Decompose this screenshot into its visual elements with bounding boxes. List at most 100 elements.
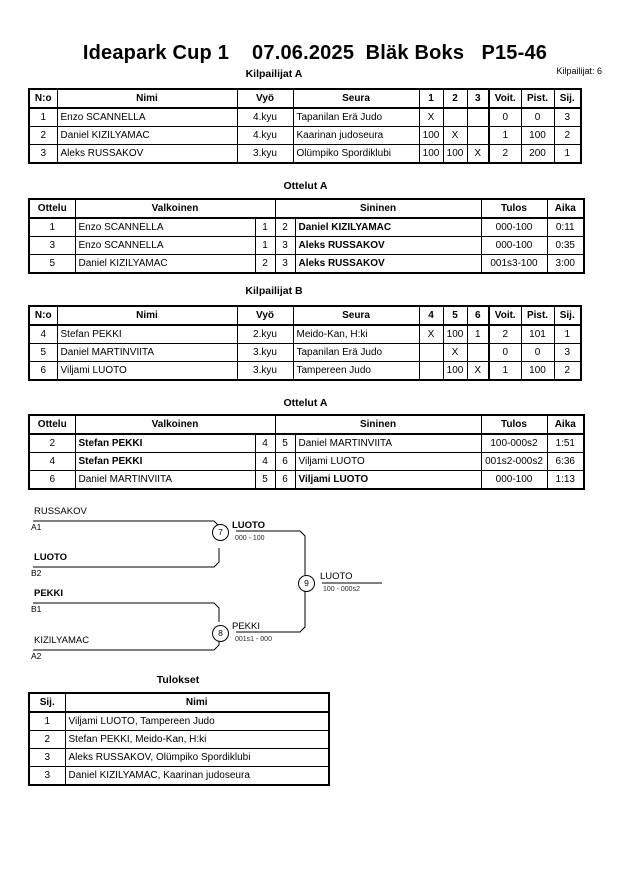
table-row: 2 Daniel KIZILYAMAC 4.kyu Kaarinan judos… [28,126,582,145]
cell-vs-5: X [442,343,468,362]
cell-blue-no: 5 [274,433,296,453]
cell-rank: 2 [28,730,66,749]
matches-b-table: Ottelu Valkoinen Sininen Tulos Aika 2 St… [28,414,585,490]
table-row: 4 Stefan PEKKI 2.kyu Meido-Kan, H:ki X 1… [28,324,582,344]
cell-blue-name: Aleks RUSSAKOV [294,254,482,274]
table-header-row: N:o Nimi Vyö Seura 1 2 3 Voit. Pist. Sij… [28,88,582,109]
cell-white-no: 4 [254,452,276,471]
cell-blue-no: 6 [274,470,296,490]
cell-wins: 0 [488,343,522,362]
col-result: Tulos [480,198,548,219]
pool-b-caption: Kilpailijat B [245,285,303,297]
cell-match-no: 6 [28,470,76,490]
col-opponent-5: 5 [442,305,468,326]
cell-points: 100 [520,126,555,145]
cell-vs-6 [466,343,490,362]
cell-no: 3 [28,144,58,164]
cell-result: 000-100 [480,236,548,255]
col-no: N:o [28,88,58,109]
pool-a-table: N:o Nimi Vyö Seura 1 2 3 Voit. Pist. Sij… [28,88,582,164]
bracket-final-winner: LUOTO [320,571,353,582]
col-opponent-6: 6 [466,305,490,326]
cell-name: Daniel KIZILYAMAC [56,126,238,145]
cell-vs-2: 100 [442,144,468,164]
cell-time: 3:00 [546,254,585,274]
cell-vs-1: X [418,107,444,127]
cell-result: 000-100 [480,217,548,237]
col-wins: Voit. [488,305,522,326]
cell-result: 001s3-100 [480,254,548,274]
table-row: 1 Viljami LUOTO, Tampereen Judo [28,711,330,731]
col-rank: Sij. [553,88,582,109]
bracket-entrant-name: LUOTO [34,552,68,563]
table-row: 3 Aleks RUSSAKOV, Olümpiko Spordiklubi [28,748,330,767]
results-table: Sij. Nimi 1 Viljami LUOTO, Tampereen Jud… [28,692,330,786]
table-header-row: Ottelu Valkoinen Sininen Tulos Aika [28,414,585,435]
matches-a-caption: Ottelut A [283,180,328,192]
cell-name: Daniel KIZILYAMAC, Kaarinan judoseura [64,766,330,786]
col-name: Nimi [64,692,330,713]
cell-belt: 4.kyu [236,126,294,145]
cell-rank: 3 [553,107,582,127]
matches-a-table: Ottelu Valkoinen Sininen Tulos Aika 1 En… [28,198,585,274]
cell-blue-no: 6 [274,452,296,471]
cell-result: 001s2-000s2 [480,452,548,471]
cell-vs-1: 100 [418,144,444,164]
cell-white-name: Stefan PEKKI [74,452,256,471]
col-rank: Sij. [28,692,66,713]
cell-white-no: 2 [254,254,276,274]
cell-vs-3: X [466,144,490,164]
bracket-match-node-8[interactable]: 8 [212,625,229,642]
cell-wins: 1 [488,126,522,145]
cell-points: 0 [520,343,555,362]
cell-name: Daniel MARTINVIITA [56,343,238,362]
competitor-count-label: Kilpailijat: 6 [556,66,602,76]
cell-match-no: 4 [28,452,76,471]
cell-name: Viljami LUOTO [56,361,238,381]
cell-white-name: Enzo SCANNELLA [74,236,256,255]
cell-no: 5 [28,343,58,362]
cell-white-no: 4 [254,433,276,453]
bracket-match-winner: PEKKI [232,621,260,632]
cell-white-no: 1 [254,217,276,237]
table-header-row: Ottelu Valkoinen Sininen Tulos Aika [28,198,585,219]
cell-belt: 4.kyu [236,107,294,127]
cell-match-no: 1 [28,217,76,237]
cell-wins: 2 [488,144,522,164]
bracket-match-node-9[interactable]: 9 [298,575,315,592]
cell-wins: 0 [488,107,522,127]
cell-name: Stefan PEKKI [56,324,238,344]
bracket-match-winner: LUOTO [232,520,266,531]
pool-b-table: N:o Nimi Vyö Seura 4 5 6 Voit. Pist. Sij… [28,305,582,381]
col-opponent-2: 2 [442,88,468,109]
cell-white-name: Stefan PEKKI [74,433,256,453]
col-time: Aika [546,414,585,435]
cell-blue-name: Daniel KIZILYAMAC [294,217,482,237]
col-blue: Sininen [274,198,482,219]
cell-club: Tapanilan Erä Judo [292,107,420,127]
cell-vs-4 [418,343,444,362]
col-no: N:o [28,305,58,326]
cell-time: 6:36 [546,452,585,471]
col-blue: Sininen [274,414,482,435]
bracket-entrant-name: RUSSAKOV [34,506,87,517]
cell-rank: 2 [553,361,582,381]
cell-vs-4: X [418,324,444,344]
col-white: Valkoinen [74,414,276,435]
table-row: 2 Stefan PEKKI, Meido-Kan, H:ki [28,730,330,749]
cell-vs-5: 100 [442,324,468,344]
cell-white-no: 5 [254,470,276,490]
bracket-match-node-7[interactable]: 7 [212,524,229,541]
cell-time: 0:11 [546,217,585,237]
col-points: Pist. [520,305,555,326]
cell-vs-2: X [442,126,468,145]
col-belt: Vyö [236,305,294,326]
table-header-row: Sij. Nimi [28,692,330,713]
col-match-no: Ottelu [28,198,76,219]
bracket-final-score: 100 - 000s2 [323,586,360,593]
cell-match-no: 2 [28,433,76,453]
cell-belt: 3.kyu [236,343,294,362]
bracket-entrant-seed: A1 [31,522,42,532]
col-time: Aika [546,198,585,219]
cell-wins: 2 [488,324,522,344]
